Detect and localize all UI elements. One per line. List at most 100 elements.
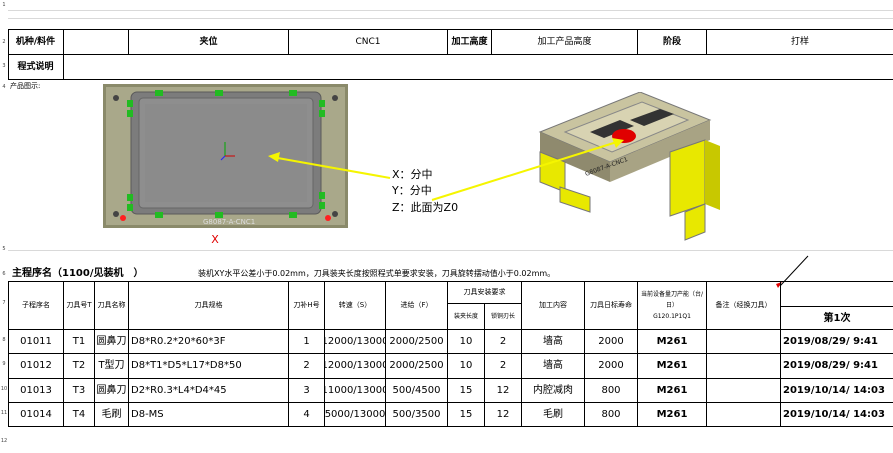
row-number: 4 xyxy=(2,84,6,90)
cell-f: 500/3500 xyxy=(392,409,441,420)
product-label: 产品图示: xyxy=(10,81,41,90)
gridline xyxy=(8,18,893,19)
cell-life: 2000 xyxy=(598,360,624,371)
border xyxy=(8,29,893,30)
cell-sub: 01014 xyxy=(20,409,52,420)
note-z: Z：此面为Z0 xyxy=(392,201,459,214)
th-remark: 备注（经换刀具） xyxy=(715,301,772,309)
cell-life: 2000 xyxy=(598,336,624,347)
th-spec: 刀具规格 xyxy=(194,301,223,309)
row-number: 8 xyxy=(2,337,6,343)
cell-model: M261 xyxy=(656,336,688,347)
th-tool-no: 刀具号T xyxy=(66,301,92,309)
border xyxy=(521,281,522,427)
cell-t: T2 xyxy=(72,360,86,371)
th-capacity: 当前设备量刀产能（台/日） G120.1P1Q1 xyxy=(640,291,704,320)
cell-model: M261 xyxy=(656,385,688,396)
border xyxy=(8,426,893,427)
cell-date: 2019/08/29/ 9:41 xyxy=(783,360,878,371)
cell-spec: D2*R0.3*L4*D4*45 xyxy=(131,385,227,396)
part-iso-view: G8087-A-CNC1 xyxy=(538,92,720,241)
cell-content: 墙高 xyxy=(543,360,563,371)
cell-spec: D8-MS xyxy=(131,409,164,420)
cell-len: 15 xyxy=(459,409,473,420)
stage-value: 打样 xyxy=(790,36,809,47)
border xyxy=(128,281,129,427)
border xyxy=(324,281,325,427)
cell-name: 圆鼻刀 xyxy=(96,336,127,347)
row-number: 9 xyxy=(2,361,6,367)
cell-s: 11000/13000 xyxy=(325,385,385,396)
row-number: 7 xyxy=(2,300,6,306)
cell-date: 2019/10/14/ 14:03 xyxy=(783,385,885,396)
border xyxy=(637,29,638,54)
border xyxy=(8,79,893,80)
border xyxy=(447,281,448,427)
border xyxy=(385,281,386,427)
border xyxy=(8,281,9,427)
cell-h: 1 xyxy=(303,336,310,347)
cell-h: 4 xyxy=(303,409,310,420)
main-program-title: 主程序名（1100/见装机 ） xyxy=(12,267,144,279)
row-number: 10 xyxy=(0,386,8,392)
border xyxy=(8,329,893,330)
border xyxy=(706,281,707,427)
border xyxy=(8,353,893,354)
cell-sub: 01013 xyxy=(20,385,52,396)
cell-content: 内腔减肉 xyxy=(533,385,573,396)
th-content: 加工内容 xyxy=(539,301,567,309)
process-value: CNC1 xyxy=(355,36,381,47)
border xyxy=(491,29,492,54)
main-notice: 装机XY水平公差小于0.02mm，刀具装夹长度按照程式单要求安装，刀具旋转摆动值… xyxy=(198,268,556,278)
row-number: 11 xyxy=(0,410,8,416)
part-label: G8087-A-CNC1 xyxy=(203,218,255,226)
cell-f: 2000/2500 xyxy=(389,360,444,371)
cell-date: 2019/10/14/ 14:03 xyxy=(783,409,885,420)
row-number: 5 xyxy=(2,246,6,252)
border xyxy=(780,306,893,307)
border xyxy=(63,29,64,80)
row-number: 6 xyxy=(2,271,6,277)
border xyxy=(8,281,893,282)
border xyxy=(447,29,448,54)
gridline xyxy=(8,250,893,251)
cell-sub: 01011 xyxy=(20,336,52,347)
row-number: 2 xyxy=(2,39,6,45)
cell-model: M261 xyxy=(656,360,688,371)
cell-name: 圆鼻刀 xyxy=(96,385,127,396)
cell-f: 2000/2500 xyxy=(389,336,444,347)
row-number: 3 xyxy=(2,63,6,69)
th-life: 刀具日标寿命 xyxy=(590,301,632,309)
row-number: 12 xyxy=(0,438,8,444)
th-install: 刀具安装要求 xyxy=(463,288,506,296)
th-sub: 子程序名 xyxy=(22,301,50,309)
cell-edge: 12 xyxy=(496,385,510,396)
height-label: 加工高度 xyxy=(451,36,488,47)
border xyxy=(484,303,485,427)
cell-t: T4 xyxy=(72,409,86,420)
cell-h: 3 xyxy=(303,385,310,396)
cell-content: 墙高 xyxy=(543,336,563,347)
note-x: X：分中 xyxy=(392,168,433,181)
cell-t: T1 xyxy=(72,336,86,347)
cell-content: 毛刷 xyxy=(543,409,563,420)
border xyxy=(288,29,289,54)
border xyxy=(94,281,95,427)
th-first: 第1次 xyxy=(823,312,851,324)
note-y: Y：分中 xyxy=(392,184,432,197)
stage-label: 阶段 xyxy=(662,36,681,47)
cell-edge: 2 xyxy=(499,360,507,371)
border xyxy=(8,54,893,55)
cell-f: 500/4500 xyxy=(392,385,441,396)
th-comp: 刀补H号 xyxy=(293,301,320,309)
program-label: 程式说明 xyxy=(17,61,54,72)
border xyxy=(706,29,707,54)
row-number: 1 xyxy=(2,2,6,8)
clamp-label: 夹位 xyxy=(199,36,218,47)
machine-label: 机种/料件 xyxy=(15,36,56,47)
th-speed: 转速（S） xyxy=(338,301,372,309)
cell-life: 800 xyxy=(601,385,621,396)
border xyxy=(8,29,9,80)
